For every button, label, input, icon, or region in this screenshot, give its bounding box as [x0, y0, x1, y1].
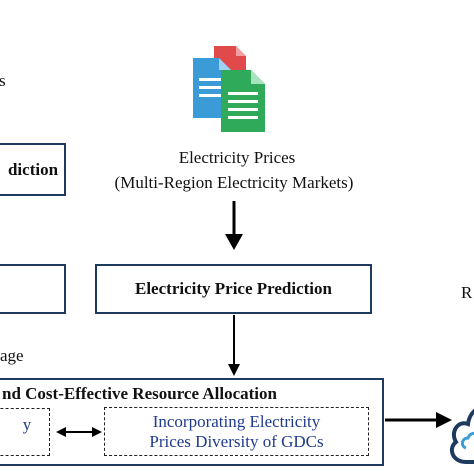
left-empty-box — [0, 264, 66, 314]
incorporating-box: Incorporating Electricity Prices Diversi… — [104, 407, 369, 456]
right-partial-label: R — [461, 283, 473, 302]
left-partial-text: s — [0, 71, 6, 90]
arrow-right — [385, 412, 452, 428]
documents-icon — [193, 46, 265, 132]
allocation-title: nd Cost-Effective Resource Allocation — [2, 384, 277, 403]
incorporating-line1: Incorporating Electricity — [152, 411, 321, 431]
left-prediction-box: diction — [0, 143, 66, 196]
arrow-down-1 — [225, 201, 243, 250]
left-usage-text: age — [0, 346, 24, 365]
left-dashed-label: y — [22, 415, 32, 434]
source-title: Electricity Prices — [178, 148, 296, 167]
incorporating-line2: Prices Diversity of GDCs — [149, 431, 324, 451]
arrow-down-2 — [228, 315, 240, 376]
double-arrow — [56, 427, 102, 437]
source-subtitle: (Multi-Region Electricity Markets) — [114, 173, 354, 192]
center-prediction-label: Electricity Price Prediction — [135, 279, 332, 298]
left-prediction-label: diction — [7, 159, 59, 179]
center-prediction-box: Electricity Price Prediction — [95, 264, 372, 314]
left-dashed-box: y — [0, 408, 50, 456]
cloud-icon — [449, 408, 474, 464]
